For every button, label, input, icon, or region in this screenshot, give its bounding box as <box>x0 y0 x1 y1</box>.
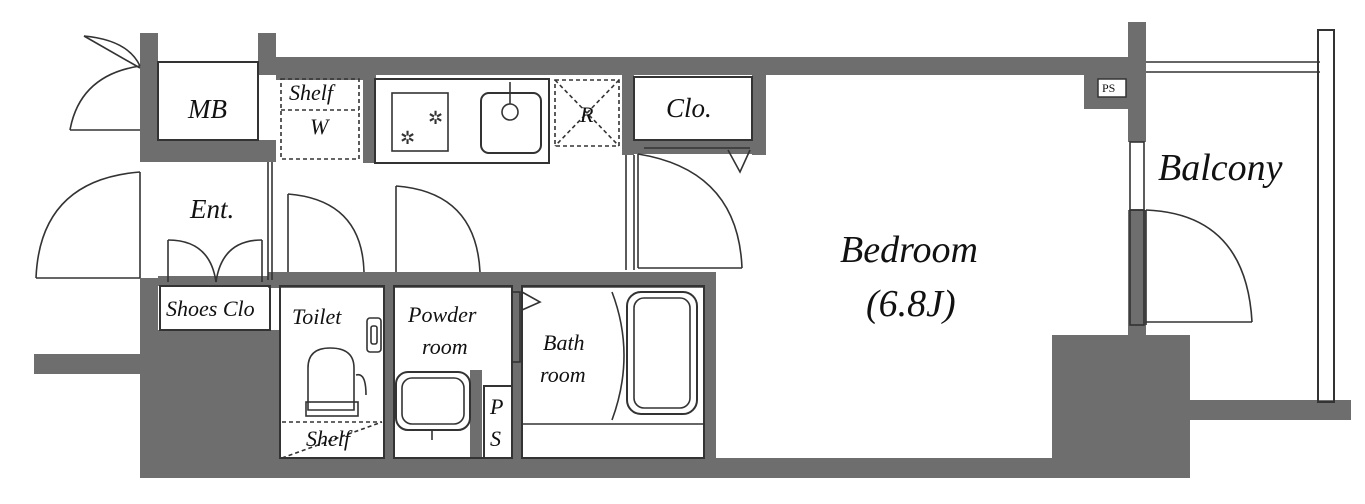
bedroom-size-label: (6.8J) <box>866 283 956 325</box>
entrance-label: Ent. <box>189 194 234 224</box>
bedroom-label: Bedroom <box>840 229 978 271</box>
refrigerator-label: R <box>579 102 594 127</box>
burner-icon: ✲ <box>400 128 415 149</box>
toilet-label: Toilet <box>292 304 342 329</box>
burner-icon: ✲ <box>428 108 443 129</box>
powder-room-label: Powder <box>407 302 477 327</box>
shelf-w-label: Shelf <box>289 80 336 105</box>
toilet-shelf-label: Shelf <box>306 426 353 451</box>
ps-s-label: S <box>490 426 501 451</box>
mb-label: MB <box>187 94 227 124</box>
bath-room-sublabel: room <box>540 362 586 387</box>
doors <box>35 35 1253 326</box>
closet-label: Clo. <box>666 93 712 123</box>
room-labels: MB Shelf W R Clo. PS Balcony Ent. Bedroo… <box>166 80 1283 451</box>
shelf-w-sublabel: W <box>310 114 330 139</box>
fixtures: ✲ ✲ <box>157 29 1335 459</box>
bath-room-label: Bath <box>543 330 585 355</box>
ps-p-label: P <box>489 394 503 419</box>
ps-top-label: PS <box>1102 81 1115 95</box>
shoes-closet-label: Shoes Clo <box>166 296 255 321</box>
balcony-label: Balcony <box>1158 147 1283 189</box>
powder-room-sublabel: room <box>422 334 468 359</box>
walls <box>34 22 1351 478</box>
